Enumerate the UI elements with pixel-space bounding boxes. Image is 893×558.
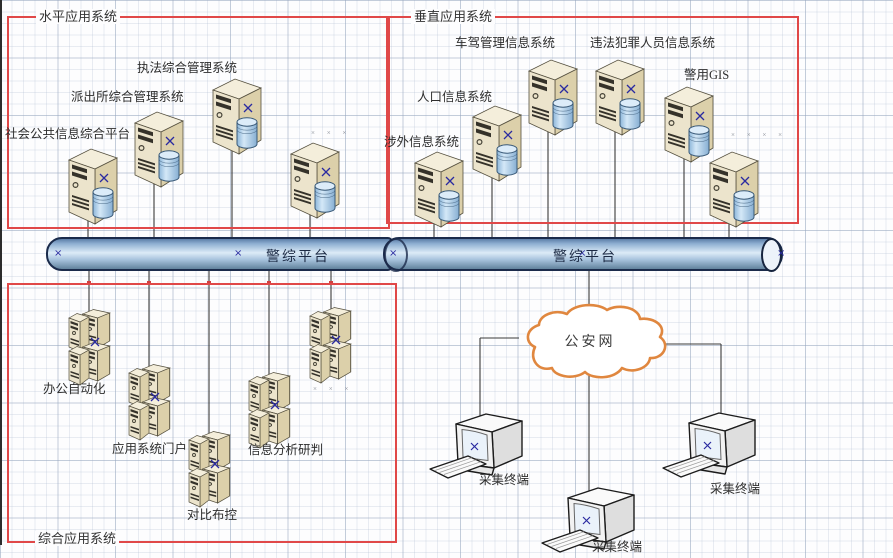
label-app-portal: 应用系统门户 [112,442,188,456]
server-cluster-icon [308,306,354,384]
server-police-station[interactable] [130,107,188,194]
bus-pipe-segment-1[interactable]: × × 警综平台 [46,237,393,271]
label-criminal-info: 违法犯罪人员信息系统 [590,36,716,50]
group-label-integrated-apps: 综合应用系统 [35,531,120,546]
server-db-icon [286,138,344,220]
bus-label-1: 警综平台 [266,250,330,265]
cloud-public-security-network[interactable]: 公安网 [505,298,675,382]
server-foreign-info[interactable] [410,147,468,234]
cluster-app-portal[interactable] [127,363,173,446]
server-db-icon [130,107,188,189]
cluster-office-automation[interactable] [67,308,113,391]
bus-label-2: 警综平台 [553,250,617,265]
label-social-public-info: 社会公共信息综合平台 [5,127,131,141]
server-db-icon [524,55,582,137]
cloud-label: 公安网 [564,335,616,350]
label-population-info: 人口信息系统 [417,90,493,104]
connection-point-x: × [234,248,243,259]
label-terminal-3: 采集终端 [710,482,761,496]
ellipsis-horizontal: × × × [311,129,352,137]
cluster-comparison-control[interactable] [187,430,233,513]
server-law-enforcement[interactable] [208,74,266,161]
server-social-public-info[interactable] [64,144,122,231]
connection-point-x: × [777,248,786,259]
server-population-info[interactable] [468,101,526,188]
server-cluster-icon [247,371,293,449]
server-db-icon [468,101,526,183]
server-vertical-extra[interactable] [705,147,763,234]
server-criminal-info[interactable] [591,55,649,142]
label-law-enforcement: 执法综合管理系统 [137,61,238,75]
server-db-icon [705,147,763,229]
group-box-vertical-apps [386,16,799,224]
server-db-icon [64,144,122,226]
group-box-horizontal-apps [7,16,390,229]
label-foreign-info: 涉外信息系统 [384,135,460,149]
server-vehicle-info[interactable] [524,55,582,142]
label-office-automation: 办公自动化 [43,382,106,396]
bus-pipe-segment-2[interactable]: × × × 警综平台 [383,237,786,272]
label-terminal-2: 采集终端 [592,540,643,554]
cluster-info-analysis[interactable] [247,371,293,454]
server-horizontal-extra[interactable] [286,138,344,225]
server-cluster-icon [67,308,113,386]
label-police-gis: 警用GIS [684,68,730,82]
label-info-analysis: 信息分析研判 [248,443,324,457]
server-db-icon [410,147,468,229]
ellipsis-vertical: × × × × [731,131,788,139]
server-db-icon [591,55,649,137]
label-comparison-control: 对比布控 [187,508,238,522]
server-cluster-icon [187,430,233,508]
label-vehicle-info: 车驾管理信息系统 [455,36,556,50]
connection-point-x: × [578,248,587,259]
connection-point-x: × [54,248,63,259]
label-police-station: 派出所综合管理系统 [71,90,184,104]
cluster-extra[interactable] [308,306,354,389]
page-edge-line [0,0,2,545]
group-box-integrated-apps [7,283,397,543]
server-cluster-icon [127,363,173,441]
ellipsis-integrated: × × × [313,385,354,393]
connection-point-x: × [389,248,398,259]
label-terminal-1: 采集终端 [479,473,530,487]
group-label-vertical-apps: 垂直应用系统 [411,9,496,24]
terminal-icon [661,407,767,491]
group-label-horizontal-apps: 水平应用系统 [36,9,121,24]
server-db-icon [208,74,266,156]
